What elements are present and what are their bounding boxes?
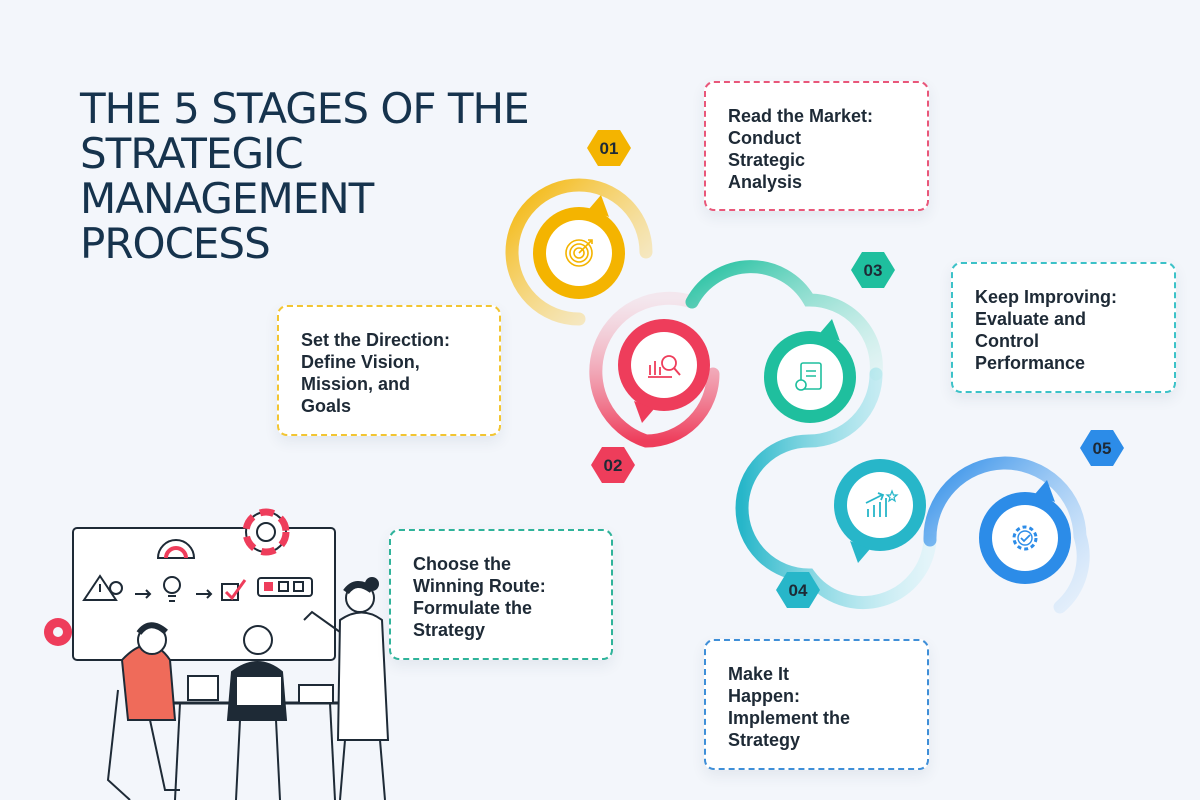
- stage-card-line: Happen:: [728, 686, 800, 706]
- stage-number-label: 04: [789, 581, 808, 600]
- stage-inner-disc: [992, 505, 1058, 571]
- title-line: THE 5 STAGES OF THE: [80, 84, 530, 133]
- stage-node-01: 01: [533, 130, 631, 299]
- stage-bubble-tail: [634, 401, 654, 423]
- stage-node-03: 03: [764, 252, 895, 423]
- stage-card-line: Goals: [301, 396, 352, 416]
- gear-check-icon: [1012, 525, 1038, 551]
- process-path: [505, 178, 1090, 614]
- stage-card-line: Define Vision,: [301, 352, 420, 372]
- stage-number-label: 02: [604, 456, 623, 475]
- stage-node-02: 02: [591, 319, 710, 483]
- stage-card-line: Read the Market:: [728, 106, 874, 126]
- stage-card-line: Analysis: [728, 172, 803, 192]
- stage-number-label: 05: [1093, 439, 1112, 458]
- stage-card-line: Conduct: [728, 128, 801, 148]
- stage-inner-disc: [631, 332, 697, 398]
- title-line: MANAGEMENT: [80, 174, 374, 223]
- stage-card-03: Keep Improving: Evaluate and Control Per…: [951, 262, 1176, 393]
- stage-card-line: Make It: [728, 664, 790, 684]
- stage-card-05: Make It Happen: Implement the Strategy: [704, 639, 929, 770]
- stage-number-badge: [591, 447, 635, 483]
- team-illustration: [44, 508, 390, 800]
- target-icon: [565, 239, 593, 267]
- stage-number-badge: [776, 572, 820, 608]
- stage-number-badge: [1080, 430, 1124, 466]
- stage-number-badge: [851, 252, 895, 288]
- stage-card-01: Read the Market: Conduct Strategic Analy…: [704, 81, 929, 211]
- stage-card-line: Winning Route:: [413, 576, 546, 596]
- stage-bubble-tail: [1035, 480, 1055, 502]
- stage-card-line: Strategic: [728, 150, 806, 170]
- stage-inner-disc: [777, 344, 843, 410]
- stage-card-line: Strategy: [728, 730, 801, 750]
- stage-number-label: 01: [600, 139, 619, 158]
- stage-card-02: Set the Direction: Define Vision, Missio…: [277, 305, 501, 436]
- stage-bubble-tail: [589, 195, 609, 217]
- stage-card-line: Formulate the: [413, 598, 533, 618]
- stage-card-line: Choose the: [413, 554, 512, 574]
- title-line: STRATEGIC: [80, 129, 304, 178]
- stage-card-line: Evaluate and: [975, 309, 1087, 329]
- title-line: PROCESS: [80, 219, 271, 268]
- stage-bubble-tail: [850, 541, 870, 563]
- stage-node-05: 05: [979, 430, 1124, 584]
- stage-bubble-tail: [820, 319, 840, 341]
- stage-card-line: Mission, and: [301, 374, 411, 394]
- stage-card-line: Implement the: [728, 708, 851, 728]
- chart-search-icon: [648, 355, 681, 378]
- growth-chart-icon: [865, 489, 899, 517]
- stage-card-line: Strategy: [413, 620, 486, 640]
- stage-number-badge: [587, 130, 631, 166]
- stage-node-04: 04: [776, 459, 926, 608]
- stage-card-line: Control: [975, 331, 1039, 351]
- stage-card-line: Set the Direction:: [301, 330, 451, 350]
- page-title: THE 5 STAGES OF THE STRATEGIC MANAGEMENT…: [80, 86, 600, 266]
- stage-number-label: 03: [864, 261, 883, 280]
- clipboard-gear-icon: [795, 362, 822, 391]
- stage-card-04: Choose the Winning Route: Formulate the …: [389, 529, 613, 660]
- stage-card-line: Keep Improving:: [975, 287, 1118, 307]
- stage-card-line: Performance: [975, 353, 1086, 373]
